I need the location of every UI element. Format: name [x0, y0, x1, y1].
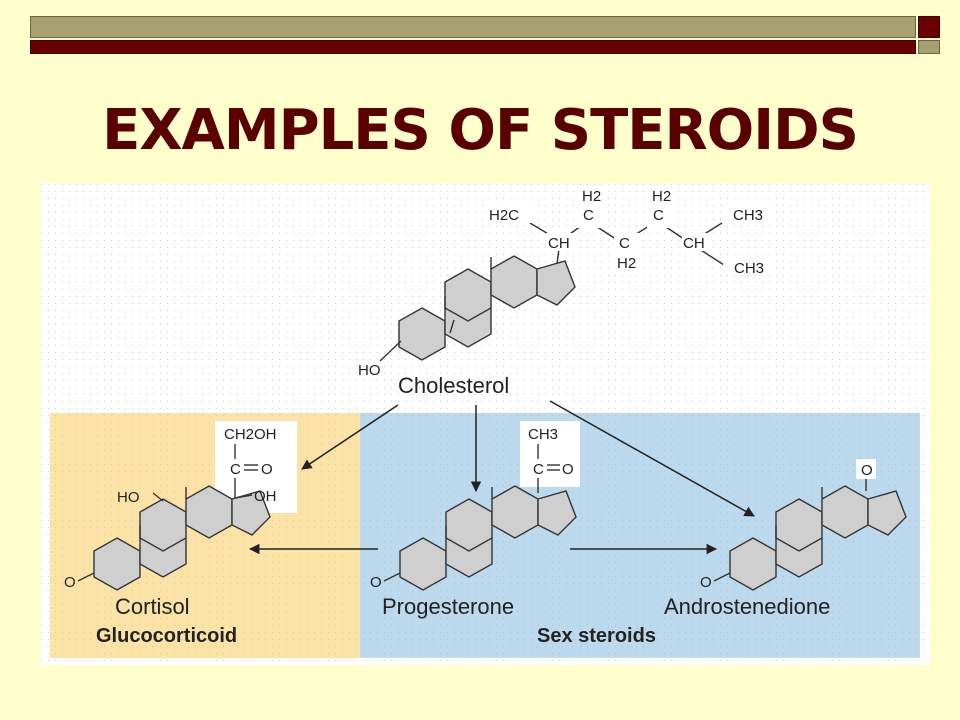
sidechain-c-2: C	[653, 207, 664, 224]
cortisol-ch2oh: CH2OH	[224, 426, 277, 443]
cholesterol-label: Cholesterol	[398, 373, 509, 398]
androstenedione-label: Androstenedione	[664, 594, 830, 619]
cortisol-label: Cortisol	[115, 594, 190, 619]
progesterone-o: O	[370, 574, 382, 591]
progesterone-o-ketone: O	[562, 461, 574, 478]
androstenedione-o: O	[700, 574, 712, 591]
arrow-to-cortisol	[301, 404, 399, 470]
cholesterol-structure: HO H2C H2 C H2 C CH3 CH C H2 CH CH3 Chol…	[358, 186, 773, 398]
arrow-to-androstenedione	[549, 400, 755, 517]
sidechain-ch3-bottom: CH3	[734, 260, 764, 277]
sidechain-ch-1: CH	[548, 235, 570, 252]
slide-title: EXAMPLES OF STEROIDS	[102, 98, 859, 163]
progesterone-label: Progesterone	[382, 594, 514, 619]
cortisol-ho: HO	[117, 489, 140, 506]
glucocorticoid-label: Glucocorticoid	[96, 625, 237, 647]
cortisol-o: O	[64, 574, 76, 591]
steroid-diagram: HO H2C H2 C H2 C CH3 CH C H2 CH CH3 Chol…	[40, 183, 930, 665]
sidechain-ch3-top: CH3	[733, 207, 763, 224]
sidechain-h2-bottom: H2	[617, 255, 636, 272]
cortisol-structure: CH2OH C O OH HO O Cortisol Glucocorticoi…	[64, 421, 297, 647]
sidechain-h2c: H2C	[489, 207, 519, 224]
cortisol-o-ketone: O	[261, 461, 273, 478]
progesterone-c: C	[533, 461, 544, 478]
sidechain-h2-top-2: H2	[652, 188, 671, 205]
cortisol-oh: OH	[254, 488, 277, 505]
androstenedione-structure: O O Androstenedione	[664, 459, 907, 619]
sidechain-c-3: C	[619, 235, 630, 252]
cortisol-c: C	[230, 461, 241, 478]
sex-steroids-label: Sex steroids	[537, 625, 656, 647]
androstenedione-o-top: O	[861, 462, 873, 479]
cholesterol-ho-label: HO	[358, 362, 381, 379]
sidechain-ch-2: CH	[683, 235, 705, 252]
header-bar-olive	[30, 16, 916, 38]
header-bar-maroon	[30, 40, 916, 54]
progesterone-structure: CH3 C O O Progesterone	[370, 421, 580, 619]
header-square-olive	[918, 40, 940, 54]
progesterone-ch3: CH3	[528, 426, 558, 443]
sidechain-h2-top-1: H2	[582, 188, 601, 205]
header-square-maroon	[918, 16, 940, 38]
sidechain-c-1: C	[583, 207, 594, 224]
